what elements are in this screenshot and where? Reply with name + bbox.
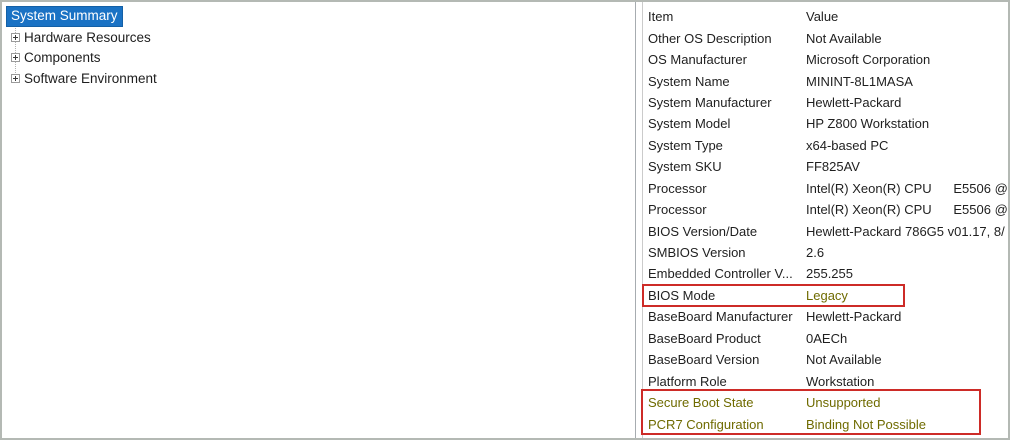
item-cell: SMBIOS Version (648, 245, 746, 261)
value-cell: Unsupported (806, 395, 881, 411)
tree-item-components[interactable]: Components (5, 48, 635, 69)
table-row-system-model[interactable]: System Model HP Z800 Workstation (643, 113, 1008, 134)
table-row-system-manufacturer[interactable]: System Manufacturer Hewlett-Packard (643, 92, 1008, 113)
tree-item-hardware-resources[interactable]: Hardware Resources (5, 27, 635, 48)
item-cell: BIOS Version/Date (648, 223, 758, 239)
table-row-system-type[interactable]: System Type x64-based PC (643, 135, 1008, 156)
table-header-row: Item Value (643, 6, 1008, 27)
value-cell: Legacy (806, 287, 848, 303)
category-tree: System Summary Hardware Resources Compon… (2, 2, 635, 89)
value-cell: x64-based PC (806, 137, 889, 153)
item-cell: OS Manufacturer (648, 52, 747, 68)
item-cell: BaseBoard Manufacturer (648, 309, 793, 325)
tree-item-label: Components (24, 50, 101, 66)
value-cell: MININT-8L1MASA (806, 73, 913, 89)
table-row-processor-1[interactable]: Processor Intel(R) Xeon(R) CPU E5506 @ 2… (643, 178, 1008, 199)
item-cell: System Model (648, 116, 731, 132)
item-cell: Processor (648, 180, 707, 196)
value-cell: Intel(R) Xeon(R) CPU E5506 @ 2.13GHz (806, 180, 1008, 196)
value-cell: FF825AV (806, 159, 860, 175)
value-cell: 255.255 (806, 266, 853, 282)
item-cell: Embedded Controller V... (648, 266, 793, 282)
tree-item-label: Hardware Resources (24, 29, 151, 45)
detail-table: Item Value Other OS Description Not Avai… (643, 6, 1008, 435)
table-row-system-sku[interactable]: System SKU FF825AV (643, 156, 1008, 177)
value-cell: Not Available (806, 352, 882, 368)
value-cell: HP Z800 Workstation (806, 116, 930, 132)
tree-item-system-summary[interactable]: System Summary (6, 6, 123, 27)
value-cell: Not Available (806, 30, 882, 46)
value-cell: 2.6 (806, 245, 825, 261)
column-header-item: Item (648, 9, 674, 25)
value-cell: Microsoft Corporation (806, 52, 931, 68)
table-row-os-manufacturer[interactable]: OS Manufacturer Microsoft Corporation (643, 49, 1008, 70)
value-cell: Hewlett-Packard (806, 309, 902, 325)
item-cell: System Type (648, 137, 723, 153)
column-header-value: Value (806, 9, 839, 25)
item-cell: System Manufacturer (648, 94, 772, 110)
item-cell: Other OS Description (648, 30, 772, 46)
value-cell: Intel(R) Xeon(R) CPU E5506 @ 2.13GHz (806, 202, 1008, 218)
item-cell: BIOS Mode (648, 287, 716, 303)
item-cell: PCR7 Configuration (648, 416, 764, 432)
item-cell: System SKU (648, 159, 722, 175)
expand-plus-icon[interactable] (11, 32, 20, 42)
tree-item-label: Software Environment (24, 70, 157, 86)
table-row-smbios-version[interactable]: SMBIOS Version 2.6 (643, 242, 1008, 263)
item-cell: BaseBoard Version (648, 352, 760, 368)
item-cell: System Name (648, 73, 730, 89)
item-cell: Processor (648, 202, 707, 218)
value-cell: Hewlett-Packard (806, 94, 902, 110)
table-row-baseboard-manufacturer[interactable]: BaseBoard Manufacturer Hewlett-Packard (643, 306, 1008, 327)
table-row-embedded-controller-version[interactable]: Embedded Controller V... 255.255 (643, 263, 1008, 284)
table-row-baseboard-version[interactable]: BaseBoard Version Not Available (643, 349, 1008, 370)
expand-plus-icon[interactable] (11, 53, 20, 63)
table-row-bios-version-date[interactable]: BIOS Version/Date Hewlett-Packard 786G5 … (643, 220, 1008, 241)
item-cell: Secure Boot State (648, 395, 754, 411)
value-cell: Workstation (806, 373, 875, 389)
table-row-other-os-description[interactable]: Other OS Description Not Available (643, 27, 1008, 48)
expand-plus-icon[interactable] (11, 73, 20, 83)
tree-item-software-environment[interactable]: Software Environment (5, 68, 635, 89)
value-cell: Hewlett-Packard 786G5 v01.17, 8/ (806, 223, 1005, 239)
table-row-platform-role[interactable]: Platform Role Workstation (643, 370, 1008, 391)
item-cell: Platform Role (648, 373, 727, 389)
table-row-system-name[interactable]: System Name MININT-8L1MASA (643, 70, 1008, 91)
item-cell: BaseBoard Product (648, 330, 761, 346)
value-cell: 0AECh (806, 330, 848, 346)
value-cell: Binding Not Possible (806, 416, 926, 432)
table-row-baseboard-product[interactable]: BaseBoard Product 0AECh (643, 328, 1008, 349)
table-row-processor-2[interactable]: Processor Intel(R) Xeon(R) CPU E5506 @ 2… (643, 199, 1008, 220)
table-row-secure-boot-state[interactable]: Secure Boot State Unsupported (643, 392, 1008, 413)
table-row-pcr7-configuration[interactable]: PCR7 Configuration Binding Not Possible (643, 413, 1008, 434)
detail-pane: Item Value Other OS Description Not Avai… (642, 2, 1008, 438)
category-tree-pane: System Summary Hardware Resources Compon… (2, 2, 636, 438)
table-row-bios-mode[interactable]: BIOS Mode Legacy (643, 285, 1008, 306)
